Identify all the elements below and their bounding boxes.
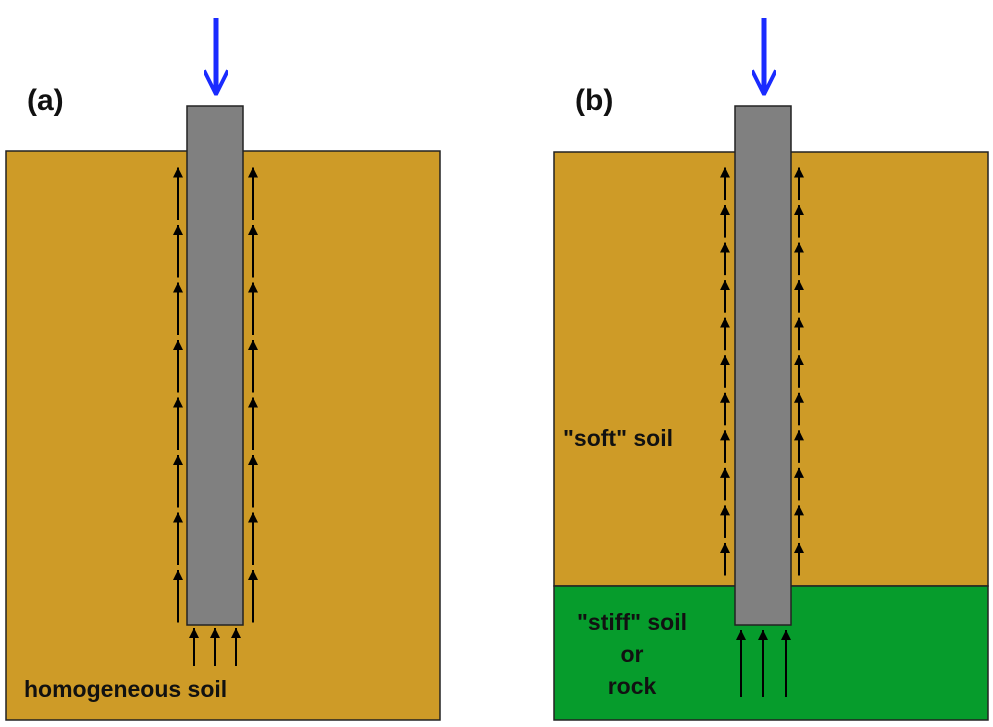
- pile: [186, 105, 244, 626]
- end-bearing-arrows: [736, 630, 791, 697]
- panel-b: (b) "soft" soil "stiff" soil or rock: [553, 18, 989, 721]
- pile: [734, 105, 792, 626]
- homogeneous-soil-label: homogeneous soil: [24, 676, 227, 702]
- panel-a-label: (a): [27, 84, 64, 117]
- soft-soil-label: "soft" soil: [563, 425, 673, 451]
- panel-a: (a) homogeneous soil: [5, 18, 441, 721]
- stiff-soil-label-line-1: "stiff" soil: [577, 609, 687, 635]
- stiff-soil-label-line-2: or: [621, 641, 644, 667]
- end-bearing-arrows: [189, 628, 241, 666]
- panel-b-label: (b): [575, 84, 613, 117]
- stiff-soil-label-line-3: rock: [608, 673, 657, 699]
